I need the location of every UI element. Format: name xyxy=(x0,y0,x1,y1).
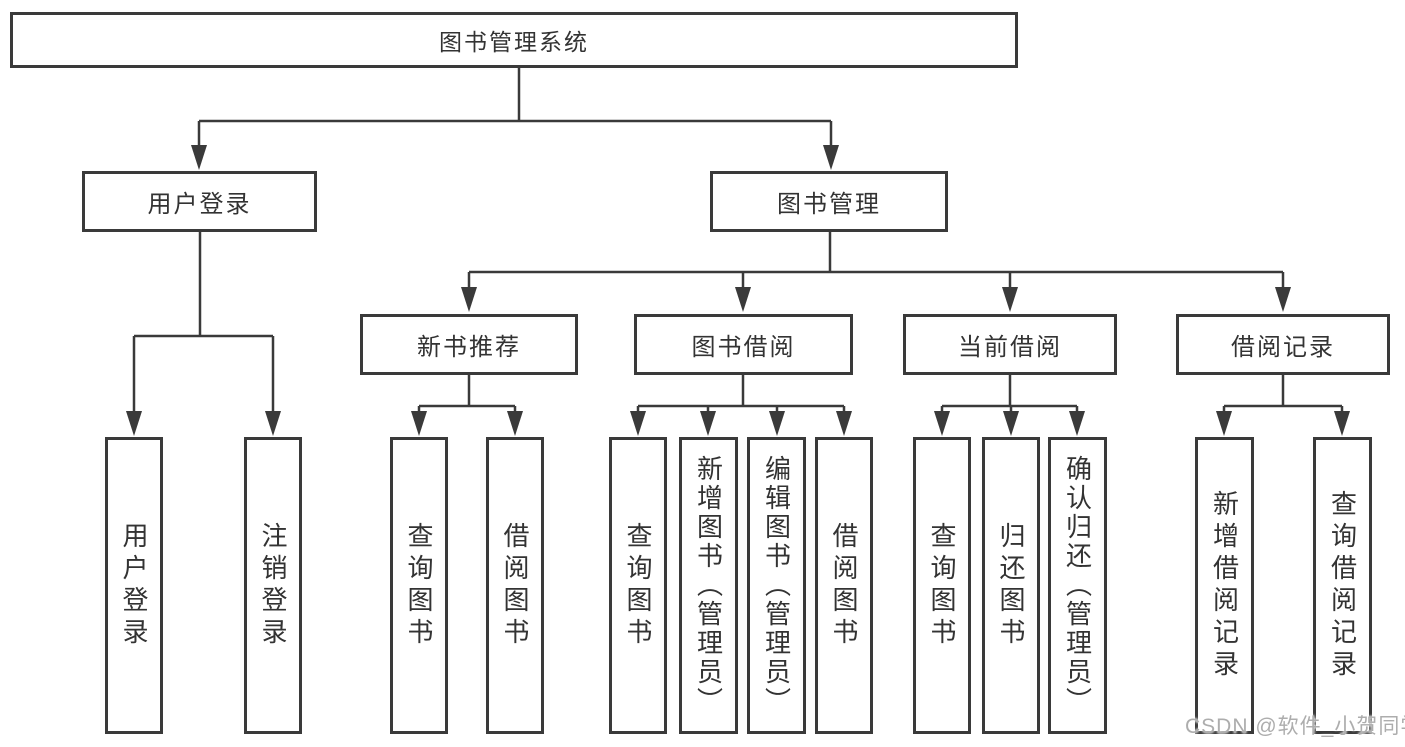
arrowhead xyxy=(700,411,716,436)
leaf-query-borrow-record: 查询借阅记录 xyxy=(1313,437,1372,734)
leaf-add-borrow-record: 新增借阅记录 xyxy=(1195,437,1254,734)
connector-new-book xyxy=(417,375,517,416)
arrowhead xyxy=(126,411,142,436)
leaf-query-books: 查询图书 xyxy=(390,437,448,734)
node-library-system: 图书管理系统 xyxy=(10,12,1018,68)
leaf-label: 查询图书 xyxy=(404,521,434,650)
leaf-edit-books-admin: 编辑图书（管理员） xyxy=(747,437,806,734)
leaf-label: 查询图书 xyxy=(927,521,957,650)
node-borrowing-records: 借阅记录 xyxy=(1176,314,1390,375)
arrowhead xyxy=(1275,287,1291,312)
node-user-login: 用户登录 xyxy=(82,171,317,232)
arrowhead xyxy=(1002,287,1018,312)
connector-user-login xyxy=(132,232,275,416)
arrowhead xyxy=(630,411,646,436)
leaf-add-books-admin: 新增图书（管理员） xyxy=(679,437,738,734)
leaf-label: 新增图书（管理员） xyxy=(693,455,724,716)
connector-current-borrowing xyxy=(940,375,1079,416)
arrowhead xyxy=(735,287,751,312)
leaf-logout: 注销登录 xyxy=(244,437,302,734)
leaf-confirm-return-admin: 确认归还（管理员） xyxy=(1048,437,1107,734)
arrowhead xyxy=(836,411,852,436)
arrowhead xyxy=(934,411,950,436)
leaf-label: 新增借阅记录 xyxy=(1209,489,1240,682)
arrowhead xyxy=(411,411,427,436)
leaf-label: 用户登录 xyxy=(119,521,149,650)
node-current-borrowing: 当前借阅 xyxy=(903,314,1117,375)
connector-root xyxy=(197,68,833,150)
arrowhead xyxy=(1003,411,1019,436)
arrowhead xyxy=(265,411,281,436)
arrowhead xyxy=(507,411,523,436)
leaf-query-books: 查询图书 xyxy=(913,437,971,734)
node-book-management: 图书管理 xyxy=(710,171,948,232)
leaf-label: 归还图书 xyxy=(996,521,1026,650)
leaf-label: 借阅图书 xyxy=(500,521,530,650)
arrowhead xyxy=(1069,411,1085,436)
connector-borrowing-records xyxy=(1222,375,1344,416)
arrowhead xyxy=(1216,411,1232,436)
connector-book-borrowing xyxy=(636,375,846,416)
leaf-label: 查询借阅记录 xyxy=(1327,489,1358,682)
leaf-label: 查询图书 xyxy=(623,521,653,650)
leaf-label: 编辑图书（管理员） xyxy=(761,455,792,716)
arrowhead xyxy=(823,145,839,170)
arrowhead xyxy=(461,287,477,312)
leaf-label: 确认归还（管理员） xyxy=(1062,455,1093,716)
arrowhead xyxy=(1334,411,1350,436)
leaf-label: 借阅图书 xyxy=(829,521,859,650)
node-book-borrowing: 图书借阅 xyxy=(634,314,853,375)
leaf-borrow-books: 借阅图书 xyxy=(486,437,544,734)
csdn-watermark: CSDN @软件_小贺同学 xyxy=(1185,715,1405,738)
leaf-label: 注销登录 xyxy=(258,521,288,650)
leaf-return-books: 归还图书 xyxy=(982,437,1040,734)
leaf-query-books: 查询图书 xyxy=(609,437,667,734)
arrowhead xyxy=(769,411,785,436)
leaf-user-login: 用户登录 xyxy=(105,437,163,734)
connector-book-management xyxy=(467,232,1285,292)
arrowhead xyxy=(191,145,207,170)
leaf-borrow-books: 借阅图书 xyxy=(815,437,873,734)
node-new-book-recommendation: 新书推荐 xyxy=(360,314,578,375)
